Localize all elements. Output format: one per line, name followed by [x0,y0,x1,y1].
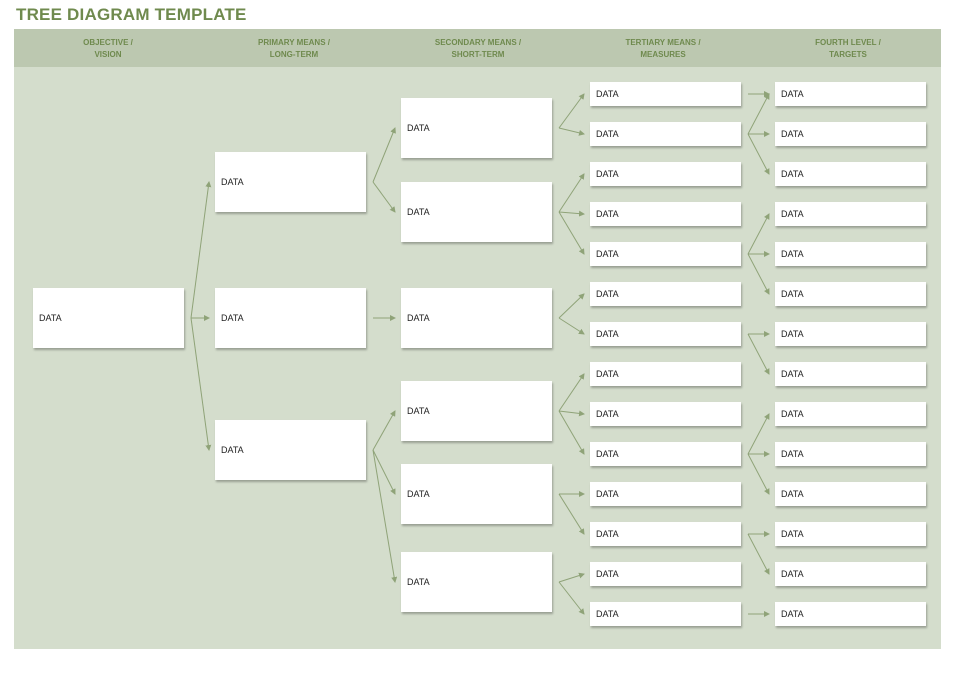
level-3-node: DATA [590,122,741,146]
level-1-node: DATA [215,152,366,212]
level-4-node: DATA [775,82,926,106]
level-2-node: DATA [401,182,552,242]
node-label: DATA [596,489,619,499]
level-3-node: DATA [590,482,741,506]
column-header-line: TERTIARY MEANS / [625,38,701,47]
node-label: DATA [781,129,804,139]
level-2-node: DATA [401,552,552,612]
level-3-node: DATA [590,602,741,626]
level-4-node: DATA [775,322,926,346]
node-label: DATA [407,207,430,217]
level-3-node: DATA [590,162,741,186]
level-4-node: DATA [775,202,926,226]
node-label: DATA [596,209,619,219]
level-4-node: DATA [775,482,926,506]
level-1-node: DATA [215,420,366,480]
level-4-node: DATA [775,402,926,426]
level-2-node: DATA [401,381,552,441]
node-label: DATA [407,123,430,133]
node-label: DATA [781,169,804,179]
level-0-node: DATA [33,288,184,348]
node-label: DATA [596,289,619,299]
node-label: DATA [596,449,619,459]
column-header-row [14,29,941,67]
node-label: DATA [221,445,244,455]
node-label: DATA [596,89,619,99]
column-header-objective: OBJECTIVE / VISION [38,37,178,61]
node-label: DATA [781,489,804,499]
node-label: DATA [781,209,804,219]
level-4-node: DATA [775,602,926,626]
node-label: DATA [596,249,619,259]
node-label: DATA [781,569,804,579]
level-4-node: DATA [775,122,926,146]
node-label: DATA [781,449,804,459]
node-label: DATA [39,313,62,323]
node-label: DATA [596,609,619,619]
level-3-node: DATA [590,402,741,426]
node-label: DATA [596,529,619,539]
level-4-node: DATA [775,522,926,546]
level-3-node: DATA [590,362,741,386]
level-1-node: DATA [215,288,366,348]
column-header-line: VISION [94,50,122,59]
level-2-node: DATA [401,288,552,348]
level-2-node: DATA [401,464,552,524]
node-label: DATA [596,569,619,579]
level-4-node: DATA [775,442,926,466]
node-label: DATA [407,406,430,416]
node-label: DATA [596,369,619,379]
node-label: DATA [596,169,619,179]
node-label: DATA [407,489,430,499]
level-4-node: DATA [775,282,926,306]
column-header-fourth: FOURTH LEVEL / TARGETS [778,37,918,61]
node-label: DATA [781,609,804,619]
column-header-line: TARGETS [829,50,867,59]
level-2-node: DATA [401,98,552,158]
node-label: DATA [407,577,430,587]
node-label: DATA [221,313,244,323]
page-title: TREE DIAGRAM TEMPLATE [16,5,247,24]
node-label: DATA [781,409,804,419]
node-label: DATA [781,249,804,259]
column-header-tertiary: TERTIARY MEANS / MEASURES [593,37,733,61]
node-label: DATA [781,369,804,379]
node-label: DATA [781,329,804,339]
node-label: DATA [781,289,804,299]
level-3-node: DATA [590,522,741,546]
column-header-line: MEASURES [640,50,686,59]
level-4-node: DATA [775,362,926,386]
level-3-node: DATA [590,82,741,106]
node-label: DATA [596,129,619,139]
level-4-node: DATA [775,242,926,266]
level-3-node: DATA [590,562,741,586]
column-header-line: SECONDARY MEANS / [434,38,522,47]
level-3-node: DATA [590,442,741,466]
level-3-node: DATA [590,322,741,346]
node-label: DATA [596,329,619,339]
node-label: DATA [221,177,244,187]
column-header-line: SHORT-TERM [451,50,505,59]
column-header-line: OBJECTIVE / [83,38,133,47]
node-label: DATA [596,409,619,419]
node-label: DATA [407,313,430,323]
column-header-secondary: SECONDARY MEANS / SHORT-TERM [408,37,548,61]
node-label: DATA [781,529,804,539]
level-3-node: DATA [590,202,741,226]
level-3-node: DATA [590,282,741,306]
column-header-line: FOURTH LEVEL / [815,38,881,47]
level-4-node: DATA [775,562,926,586]
column-header-line: PRIMARY MEANS / [257,38,330,47]
level-3-node: DATA [590,242,741,266]
node-label: DATA [781,89,804,99]
column-header-primary: PRIMARY MEANS / LONG-TERM [224,37,364,61]
level-4-node: DATA [775,162,926,186]
column-header-line: LONG-TERM [269,50,319,59]
